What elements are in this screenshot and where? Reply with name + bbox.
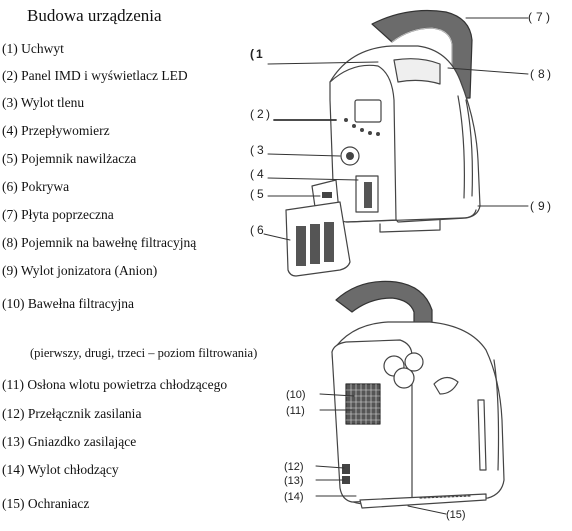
callout-open-2: (: [250, 107, 254, 121]
callout-close-9: ): [547, 199, 551, 213]
section-title: Budowa urządzenia: [27, 6, 162, 25]
legend-item-1: (1) Uchwyt: [2, 41, 64, 56]
callout-open-7: (: [528, 10, 532, 24]
callout-open-3: (: [250, 143, 254, 157]
callout-open-8: (: [530, 67, 534, 81]
power-switch: [342, 464, 350, 474]
legend-item-9: (9) Wylot jonizatora (Anion): [2, 263, 158, 278]
legend-item-4: (4) Przepływomierz: [2, 123, 110, 138]
callout-11: (11): [286, 405, 305, 417]
callout-5: 5: [257, 187, 264, 201]
legend-item-14: (14) Wylot chłodzący: [2, 462, 119, 477]
legend-item-3: (3) Wylot tlenu: [2, 95, 85, 110]
callout-14: (14): [284, 491, 304, 503]
control-buttons: [344, 118, 380, 136]
power-socket: [342, 476, 350, 484]
device-front-view: [285, 9, 481, 277]
callout-open-1: (: [250, 47, 254, 61]
callout-open-9: (: [530, 199, 534, 213]
callout-lines: [263, 17, 529, 515]
callout-8: 8: [538, 67, 545, 81]
callout-4: 4: [257, 167, 264, 181]
callout-3: 3: [257, 143, 264, 157]
legend-item-12: (12) Przełącznik zasilania: [2, 406, 142, 421]
device-back-view: [331, 280, 505, 509]
callout-labels: ( 1 ( 2 ) ( 3 ( 4 ( 5 ( 6 ( 7 ) ( 8 ) ( …: [250, 10, 551, 521]
callout-9: 9: [538, 199, 545, 213]
callout-10: (10): [286, 389, 306, 401]
led-display: [354, 99, 382, 123]
legend-item-8: (8) Pojemnik na bawełnę filtracyjną: [2, 235, 197, 250]
callout-close-2: ): [266, 107, 270, 121]
legend-item-11: (11) Osłona wlotu powietrza chłodzącego: [2, 377, 228, 392]
legend-item-5: (5) Pojemnik nawilżacza: [2, 151, 137, 166]
callout-1: 1: [256, 47, 263, 61]
callout-2: 2: [257, 107, 264, 121]
legend-item-15: (15) Ochraniacz: [2, 496, 90, 511]
air-intake-grille: [345, 383, 381, 425]
legend-item-6: (6) Pokrywa: [2, 179, 70, 194]
callout-15: (15): [446, 509, 466, 521]
callout-13: (13): [284, 475, 304, 487]
legend-item-13: (13) Gniazdko zasilające: [2, 434, 137, 449]
callout-12: (12): [284, 461, 304, 473]
filter-note: (pierwszy, drugi, trzeci – poziom filtro…: [30, 346, 258, 360]
callout-open-4: (: [250, 167, 254, 181]
legend-item-7: (7) Płyta poprzeczna: [2, 207, 114, 222]
callout-close-7: ): [546, 10, 550, 24]
callout-6: 6: [257, 223, 264, 237]
callout-open-5: (: [250, 187, 254, 201]
callout-close-8: ): [547, 67, 551, 81]
callout-open-6: (: [250, 223, 254, 237]
legend-item-10: (10) Bawełna filtracyjna: [2, 296, 134, 311]
legend-item-2: (2) Panel IMD i wyświetlacz LED: [2, 68, 188, 83]
callout-7: 7: [536, 10, 543, 24]
